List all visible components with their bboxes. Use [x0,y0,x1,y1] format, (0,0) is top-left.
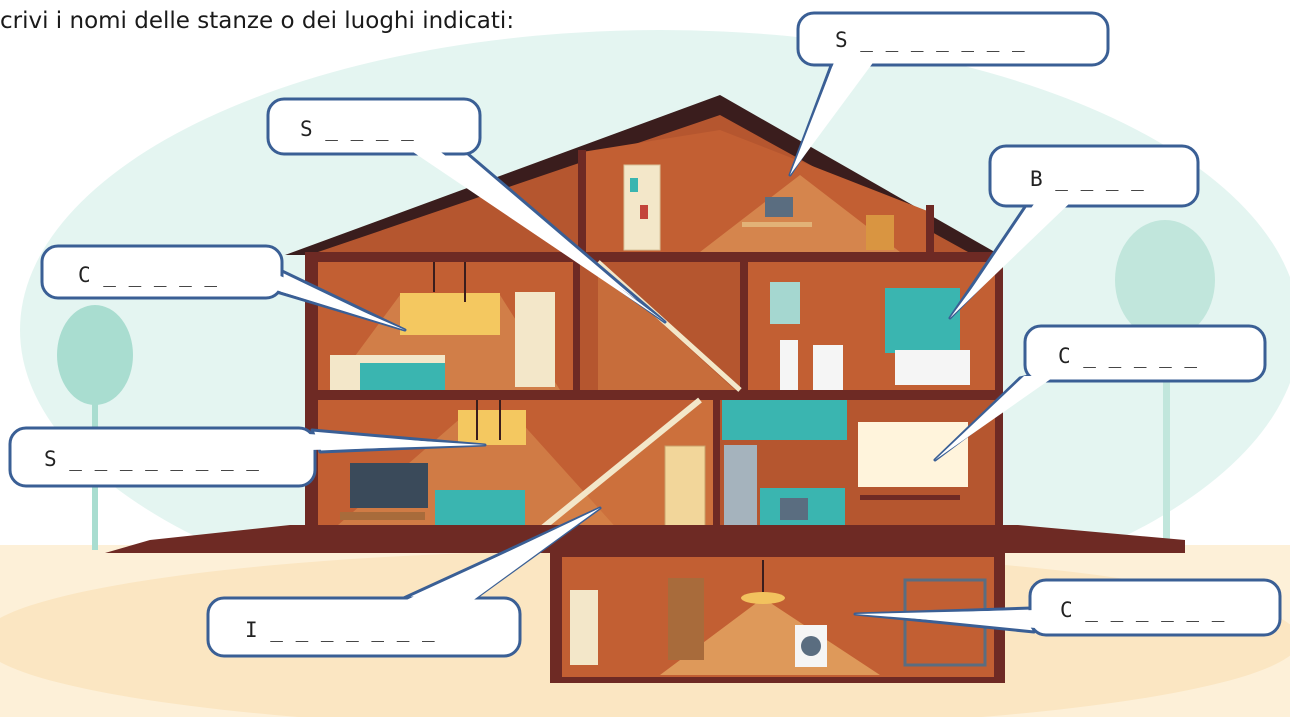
label-cellar [853,578,1282,637]
label-entrance-text: I _ _ _ _ _ _ _ [245,618,435,642]
label-kitchen-text: C _ _ _ _ _ [1058,344,1197,368]
tree-right [1115,220,1215,550]
label-entrance [206,506,602,658]
label-attic [788,11,1110,177]
label-kitchen [933,324,1267,462]
label-stairs [266,97,667,324]
ground-floor-slab [105,525,1185,553]
bedroom [330,262,560,390]
attic [578,130,934,252]
label-attic-text: S _ _ _ _ _ _ _ [835,28,1025,52]
label-bedroom [40,244,407,332]
kitchen [722,400,968,530]
label-bathroom-text: B _ _ _ _ [1030,167,1144,191]
label-living-room [8,426,487,488]
label-bathroom [948,144,1200,320]
instruction-text: crivi i nomi delle stanze o dei luoghi i… [0,8,515,34]
stairs-lower [538,397,713,533]
label-living-room-text: S _ _ _ _ _ _ _ _ [44,447,259,471]
label-cellar-text: C _ _ _ _ _ _ [1060,598,1225,622]
label-bedroom-text: C _ _ _ _ _ [78,263,217,287]
label-stairs-text: S _ _ _ _ [300,117,414,141]
cellar [550,553,1005,683]
living-room [330,400,620,532]
bathroom [770,282,970,390]
